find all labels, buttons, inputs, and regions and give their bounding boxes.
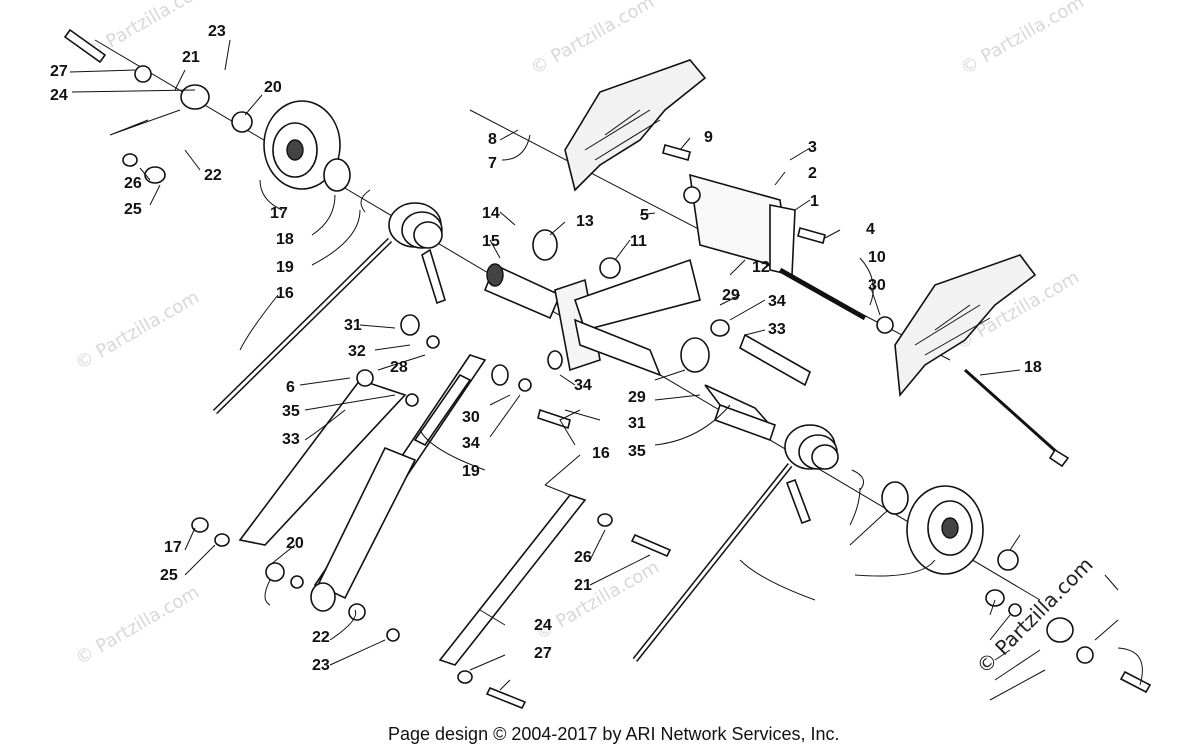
lower-bushings (191, 513, 672, 710)
callout: 31 (344, 317, 362, 334)
callout: 30 (868, 277, 886, 294)
callout: 24 (534, 617, 552, 634)
callout: 21 (574, 577, 592, 594)
callout: 33 (282, 431, 300, 448)
callout: 19 (276, 259, 294, 276)
torsion-spring-upper (212, 189, 446, 415)
top-brace (662, 144, 894, 334)
linkage-arms (238, 314, 587, 666)
callout: 31 (628, 415, 646, 432)
callout: 22 (204, 167, 222, 184)
torsion-spring-lower (632, 424, 865, 662)
callout: 22 (312, 629, 330, 646)
bolt-long (963, 368, 1070, 468)
callout: 19 (462, 463, 480, 480)
callout: 12 (752, 259, 770, 276)
callout: 16 (592, 445, 610, 462)
callout: 7 (488, 155, 497, 172)
callout: 32 (348, 343, 366, 360)
callout: 33 (768, 321, 786, 338)
watermark: © Partzilla.com (957, 0, 1088, 79)
callout: 27 (534, 645, 552, 662)
callout: 34 (574, 377, 592, 394)
callout: 4 (866, 221, 875, 238)
side-plate-upper (564, 59, 707, 192)
callout: 3 (808, 139, 817, 156)
callout: 29 (722, 287, 740, 304)
callout: 13 (576, 213, 594, 230)
callout: 34 (768, 293, 786, 310)
callout: 2 (808, 165, 817, 182)
callout: 10 (868, 249, 886, 266)
callout: 16 (276, 285, 294, 302)
callout: 18 (1024, 359, 1042, 376)
copyright-footer: Page design © 2004-2017 by ARI Network S… (388, 724, 840, 744)
callout: 29 (628, 389, 646, 406)
callout: 15 (482, 233, 500, 250)
idler-wheel-upper (63, 28, 351, 192)
callout: 1 (810, 193, 819, 210)
callout: 23 (208, 23, 226, 40)
watermark: © Partzilla.com (72, 287, 203, 375)
callout: 20 (264, 79, 282, 96)
callout: 21 (182, 49, 200, 66)
idler-wheel-lower (881, 481, 1152, 694)
callout: 26 (574, 549, 592, 566)
callout: 23 (312, 657, 330, 674)
callout: 25 (160, 567, 178, 584)
callout: 24 (50, 87, 68, 104)
callout: 28 (390, 359, 408, 376)
callout: 30 (462, 409, 480, 426)
callout: 18 (276, 231, 294, 248)
callout: 34 (462, 435, 480, 452)
callout: 8 (488, 131, 497, 148)
callout: 17 (270, 205, 288, 222)
callout: 27 (50, 63, 68, 80)
callout-labels: 23 27 21 24 20 26 22 25 17 18 19 16 8 7 … (50, 23, 1042, 674)
callout: 6 (286, 379, 295, 396)
leader-lines (69, 39, 1143, 701)
callout: 20 (286, 535, 304, 552)
callout: 14 (482, 205, 500, 222)
cross-shaft (483, 229, 811, 442)
watermark: © Partzilla.com (72, 582, 203, 670)
callout: 17 (164, 539, 182, 556)
side-plate-lower (894, 254, 1037, 397)
watermark: © Partzilla.com (527, 0, 658, 79)
callout: 25 (124, 201, 142, 218)
callout: 35 (282, 403, 300, 420)
callout: 5 (640, 207, 649, 224)
callout: 35 (628, 443, 646, 460)
shock-absorber (310, 373, 472, 612)
callout: 11 (630, 233, 647, 250)
callout: 26 (124, 175, 142, 192)
callout: 9 (704, 129, 713, 146)
